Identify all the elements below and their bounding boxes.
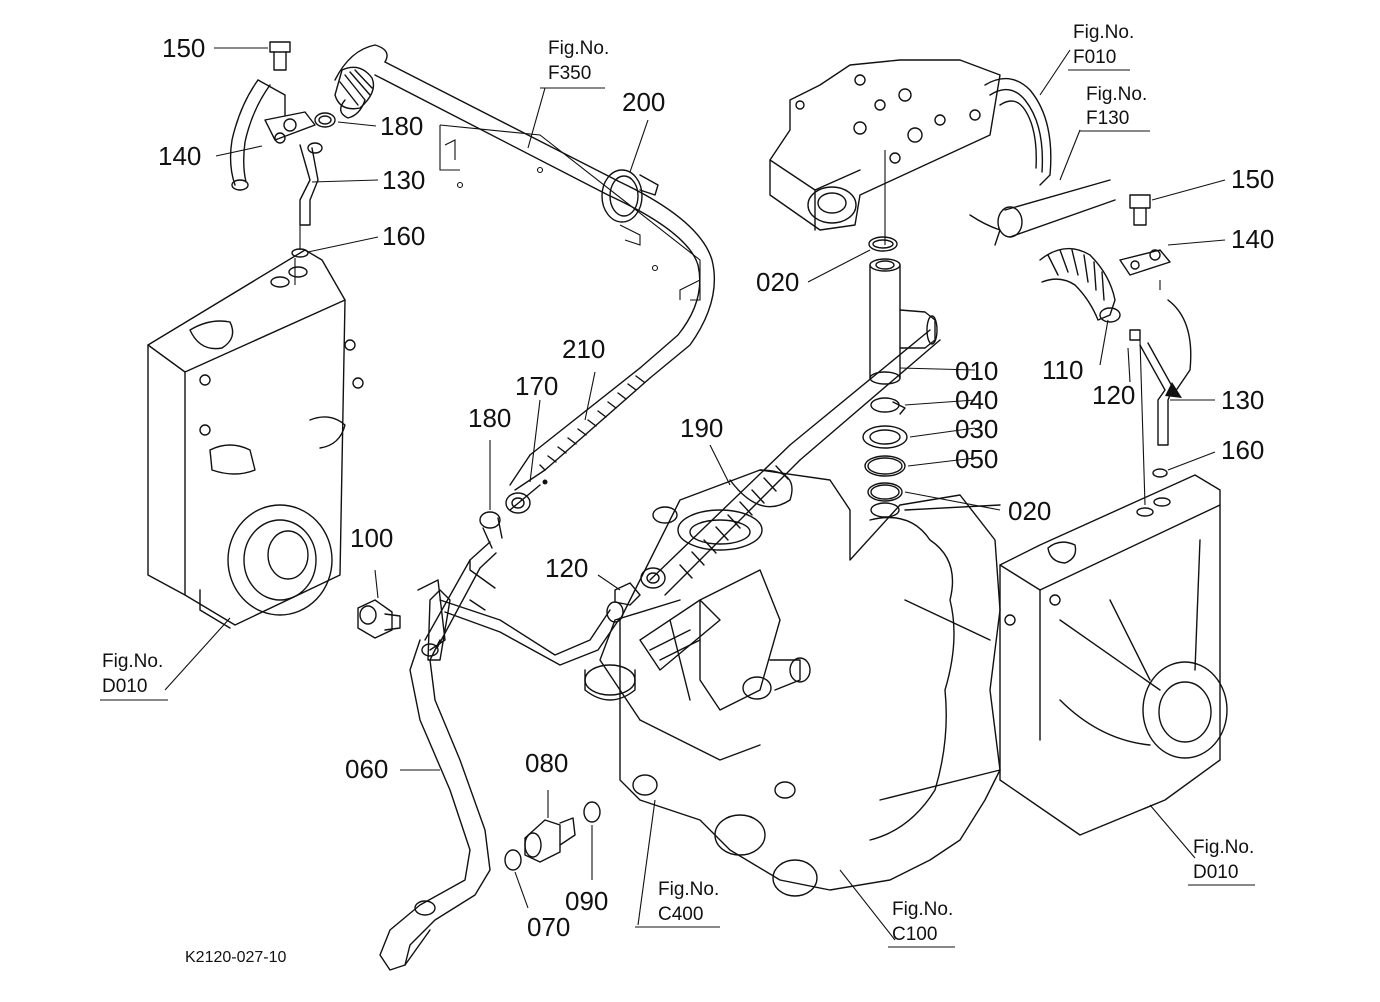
fig-ref-c100-title: Fig.No. (892, 899, 953, 920)
fig-ref-d010-left-code: D010 (102, 676, 147, 697)
fig-ref-d010-right-code: D010 (1193, 862, 1238, 883)
callout-180-mid: 180 (468, 403, 511, 433)
o-ring-070 (504, 849, 522, 871)
fig-ref-f130-title: Fig.No. (1086, 84, 1147, 105)
fig-ref-d010-right-title: Fig.No. (1193, 837, 1254, 858)
fig-ref-c400-code: C400 (658, 904, 703, 925)
fig-ref-f010: Fig.No. F010 (1068, 22, 1134, 71)
cover-plate-f350 (439, 124, 701, 301)
callout-140-right: 140 (1231, 224, 1274, 254)
callout-180-top: 180 (380, 111, 423, 141)
part-callouts: 150 180 140 130 160 200 210 170 180 190 … (158, 33, 1274, 942)
fitting-120-mid (614, 582, 641, 606)
callout-040: 040 (955, 385, 998, 415)
callout-160-right: 160 (1221, 435, 1264, 465)
fig-ref-c100-code: C100 (892, 924, 937, 945)
bellows-hose-top-left (334, 66, 375, 110)
o-ring-090 (583, 801, 601, 823)
oil-pipe-060 (379, 511, 624, 971)
hose-clamp-200 (601, 169, 659, 223)
callout-020-bottom: 020 (1008, 496, 1051, 526)
callout-140-left: 140 (158, 141, 201, 171)
left-final-drive-case (147, 249, 364, 629)
fig-ref-f010-title: Fig.No. (1073, 22, 1134, 43)
callout-120-mid: 120 (545, 553, 588, 583)
right-pipe-assembly (1039, 194, 1192, 506)
center-pipe-010 (868, 236, 938, 385)
fig-ref-d010-right: Fig.No. D010 (1188, 837, 1255, 886)
callout-130-left: 130 (382, 165, 425, 195)
bellows-hose-210 (505, 367, 651, 514)
callout-050: 050 (955, 444, 998, 474)
callout-080: 080 (525, 748, 568, 778)
callout-110: 110 (1042, 355, 1083, 385)
fig-ref-c100: Fig.No. C100 (888, 899, 955, 948)
callout-100: 100 (350, 523, 393, 553)
fig-ref-f130-code: F130 (1086, 108, 1129, 129)
callout-150-right: 150 (1231, 164, 1274, 194)
callout-150-left: 150 (162, 33, 205, 63)
fig-ref-f350: Fig.No. F350 (540, 38, 609, 89)
fig-ref-d010-left: Fig.No. D010 (100, 651, 168, 701)
callout-090: 090 (565, 886, 608, 916)
fig-ref-c400: Fig.No. C400 (635, 879, 720, 928)
fig-ref-f350-code: F350 (548, 63, 591, 84)
callout-160-left: 160 (382, 221, 425, 251)
callout-020-top: 020 (756, 267, 799, 297)
callout-200: 200 (622, 87, 665, 117)
callout-170: 170 (515, 371, 558, 401)
bellows-hose-190 (640, 329, 941, 596)
fig-ref-f350-title: Fig.No. (548, 38, 609, 59)
leader-lines (164, 47, 1226, 941)
fig-ref-f130: Fig.No. F130 (1080, 84, 1150, 132)
seal-stack (862, 397, 908, 518)
left-pipe-assembly (229, 41, 336, 285)
callout-210: 210 (562, 334, 605, 364)
callout-190: 190 (680, 413, 723, 443)
fig-ref-f010-code: F010 (1073, 47, 1116, 68)
right-final-drive-case (999, 474, 1228, 836)
callout-010: 010 (955, 356, 998, 386)
callout-070: 070 (527, 912, 570, 942)
adapter-080 (524, 817, 576, 863)
fig-ref-d010-left-title: Fig.No. (102, 651, 163, 672)
fig-ref-c400-title: Fig.No. (658, 879, 719, 900)
fitting-100 (357, 599, 401, 639)
diagram-code: K2120-027-10 (185, 949, 287, 966)
callout-030: 030 (955, 414, 998, 444)
transmission-housing (584, 469, 1001, 897)
callout-060: 060 (345, 754, 388, 784)
callout-120-right: 120 (1092, 380, 1135, 410)
callout-130-right: 130 (1221, 385, 1264, 415)
hydraulic-block-f010 (769, 59, 1116, 246)
